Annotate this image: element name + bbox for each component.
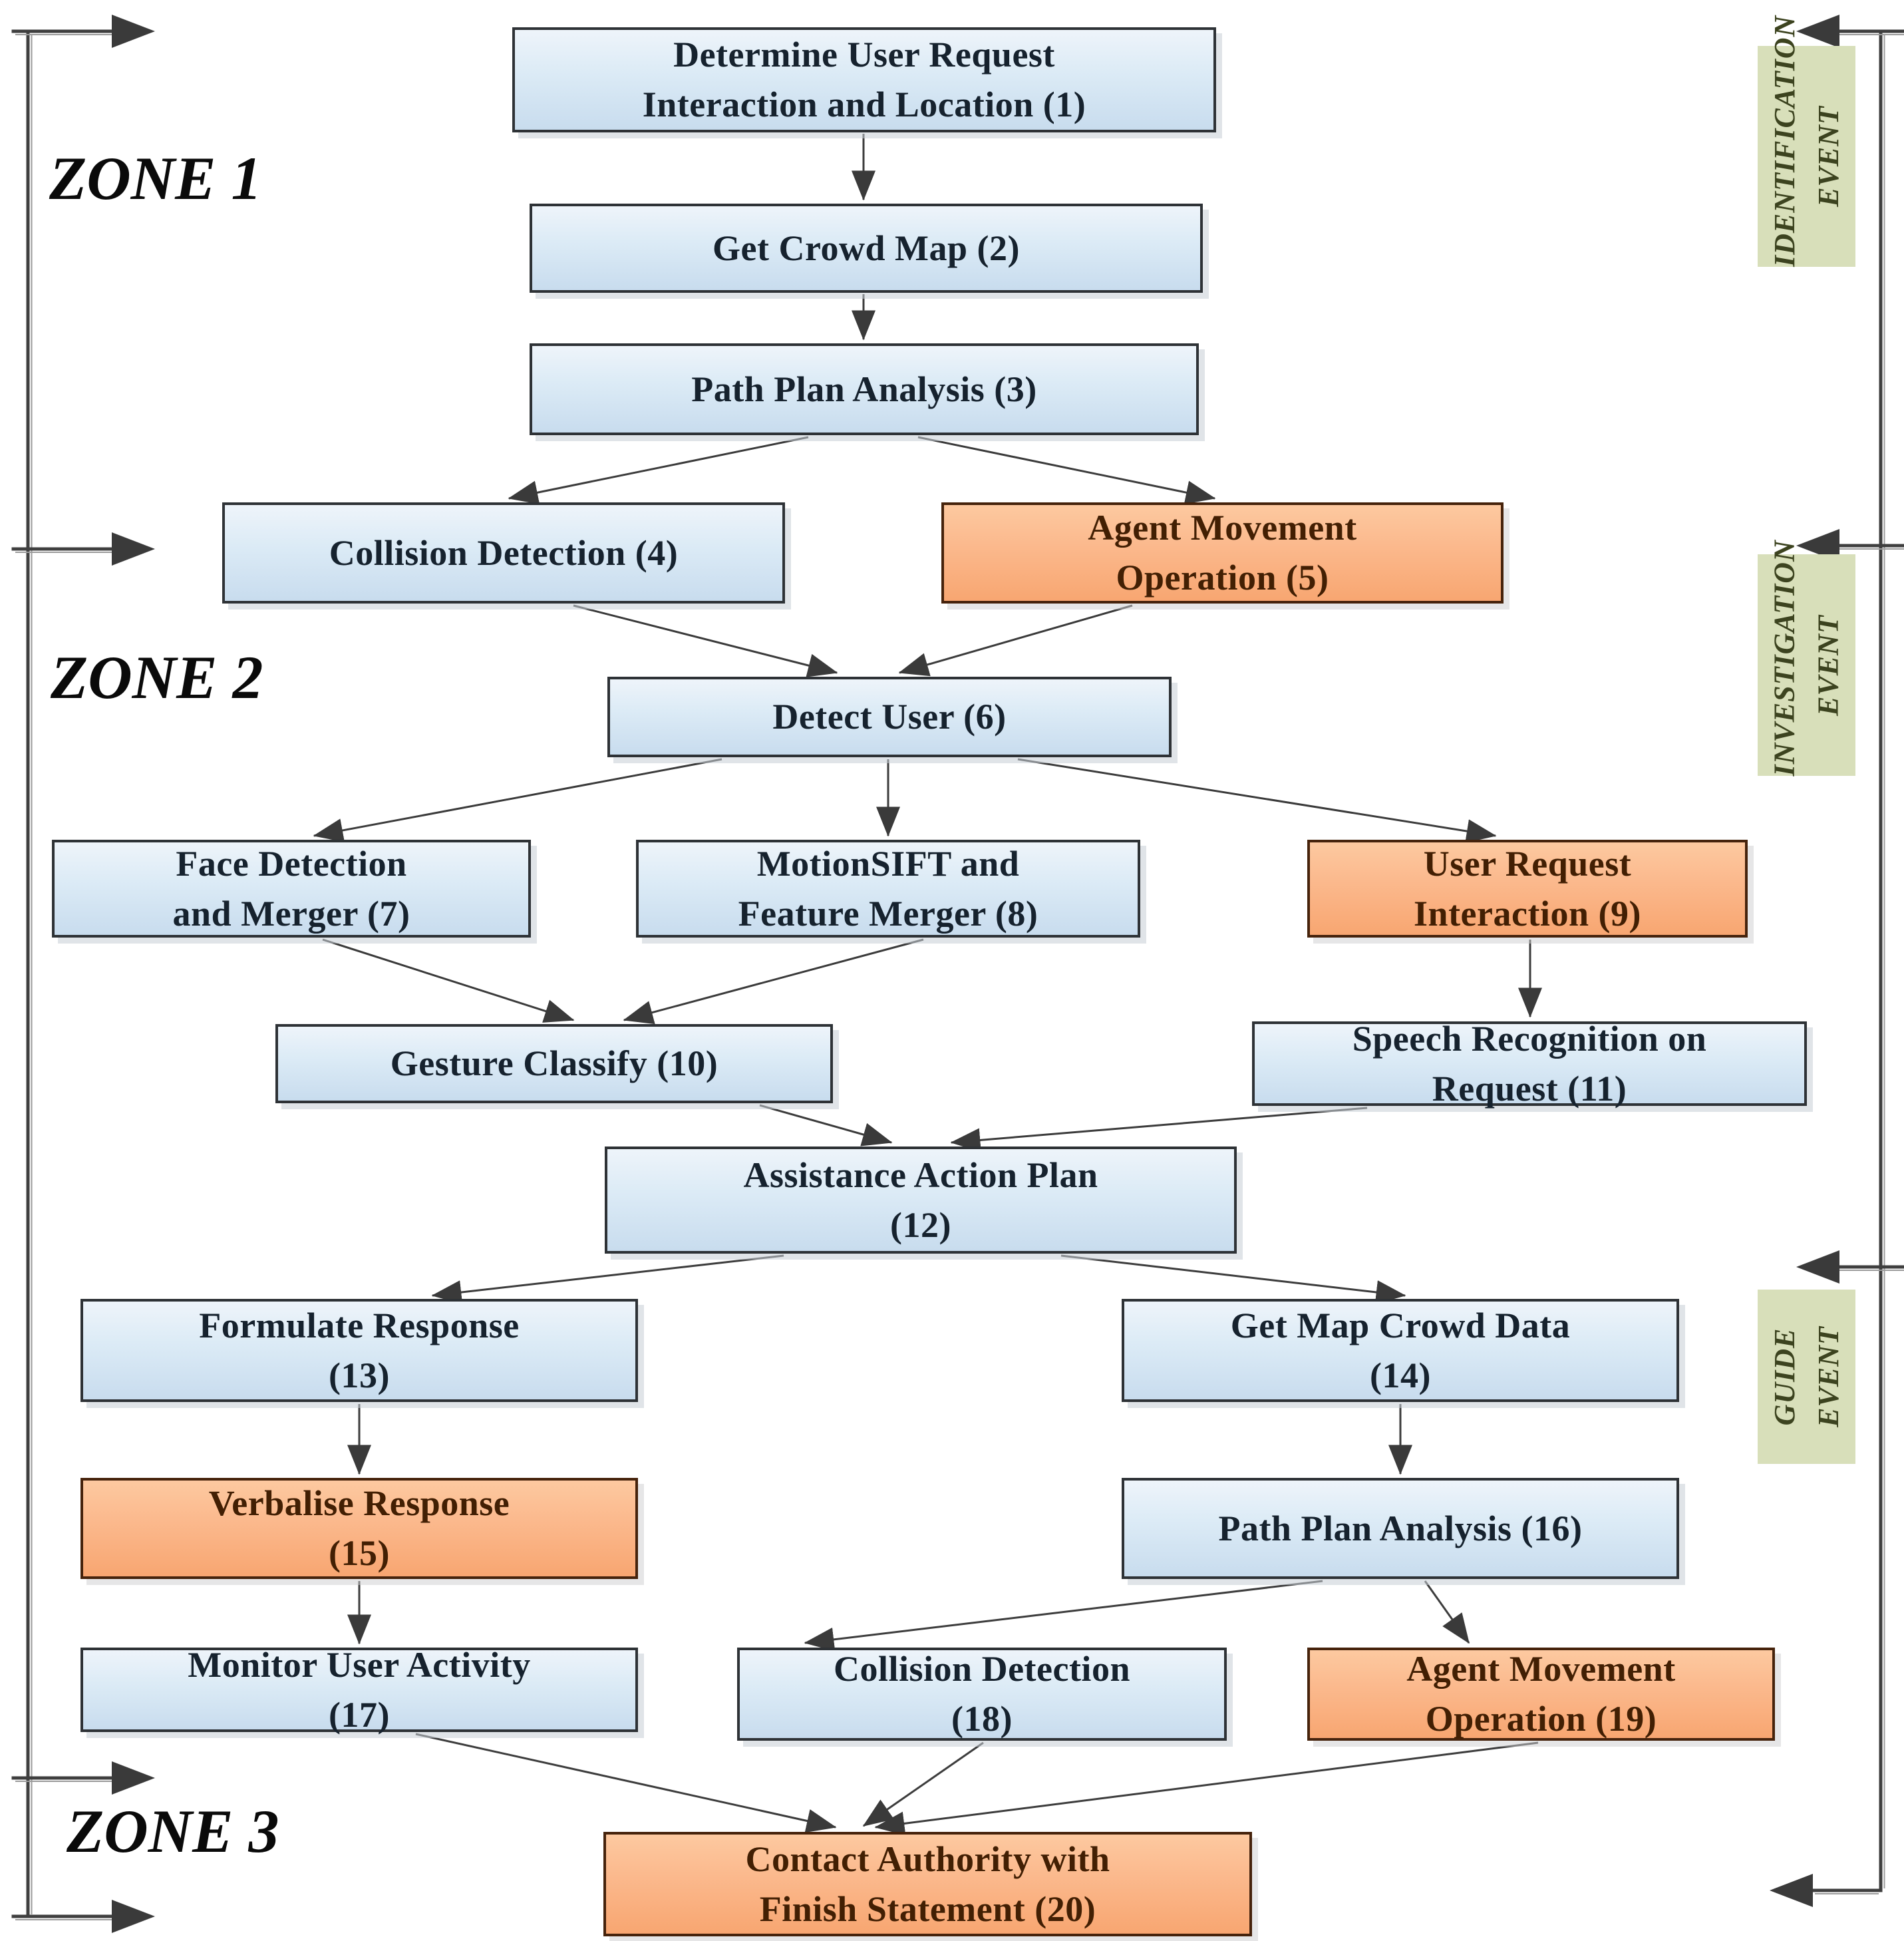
- edge-10-12: [759, 1104, 893, 1147]
- node-get-crowd-map: Get Crowd Map (2): [530, 204, 1203, 293]
- edge-6-9: [1017, 758, 1497, 843]
- edge-7-10: [322, 938, 575, 1023]
- zone-2-label: ZONE 2: [51, 643, 263, 711]
- node-verbalise-response: Verbalise Response(15): [80, 1478, 638, 1579]
- zone2-arrow-icon: [112, 532, 155, 566]
- edge-16-19: [1424, 1580, 1470, 1644]
- zone1-arrow-icon: [112, 15, 155, 48]
- node-detect-user: Detect User (6): [607, 677, 1172, 757]
- edge-5-6: [898, 604, 1133, 677]
- edge-8-10: [623, 938, 924, 1025]
- edge-6-7: [313, 758, 722, 842]
- edge-16-18: [804, 1580, 1323, 1652]
- node-collision-detection-18: Collision Detection(18): [737, 1648, 1227, 1741]
- edge-12-13: [431, 1254, 784, 1304]
- identification-arrow-icon: [1796, 15, 1839, 48]
- edge-3-5: [917, 436, 1216, 504]
- node-path-plan-analysis-3: Path Plan Analysis (3): [530, 343, 1199, 435]
- node-assistance-action-plan: Assistance Action Plan(12): [605, 1147, 1237, 1254]
- identification-event-label: IDENTIFICATION EVENT: [1758, 15, 1855, 267]
- edge-11-12: [950, 1107, 1368, 1152]
- node-monitor-user-activity: Monitor User Activity(17): [80, 1645, 638, 1735]
- edge-18-20: [862, 1741, 984, 1827]
- event-rail-right: [1770, 15, 1904, 1907]
- guide-arrow-icon: [1796, 1250, 1839, 1284]
- rail-bottom-arrow-icon: [1770, 1874, 1813, 1907]
- node-get-map-crowd-data: Get Map Crowd Data(14): [1122, 1299, 1679, 1402]
- edge-17-20: [415, 1733, 837, 1833]
- zone-1-label: ZONE 1: [49, 144, 262, 212]
- zone3-bottom-arrow-icon: [112, 1900, 155, 1933]
- zone-3-label: ZONE 3: [67, 1797, 279, 1865]
- investigation-event-label: INVESTIGATION EVENT: [1758, 540, 1855, 776]
- edge-12-14: [1060, 1254, 1406, 1304]
- node-formulate-response: Formulate Response(13): [80, 1299, 638, 1402]
- zone-rail-left: [11, 15, 155, 1933]
- guide-event-label: GUIDE EVENT: [1758, 1290, 1855, 1464]
- node-path-plan-analysis-16: Path Plan Analysis (16): [1122, 1478, 1679, 1579]
- edge-4-6: [573, 604, 838, 677]
- node-gesture-classify: Gesture Classify (10): [275, 1024, 833, 1103]
- edge-3-4: [508, 436, 809, 504]
- edge-19-20: [874, 1741, 1539, 1836]
- zone3-arrow-icon: [112, 1761, 155, 1795]
- node-collision-detection-4: Collision Detection (4): [222, 502, 785, 604]
